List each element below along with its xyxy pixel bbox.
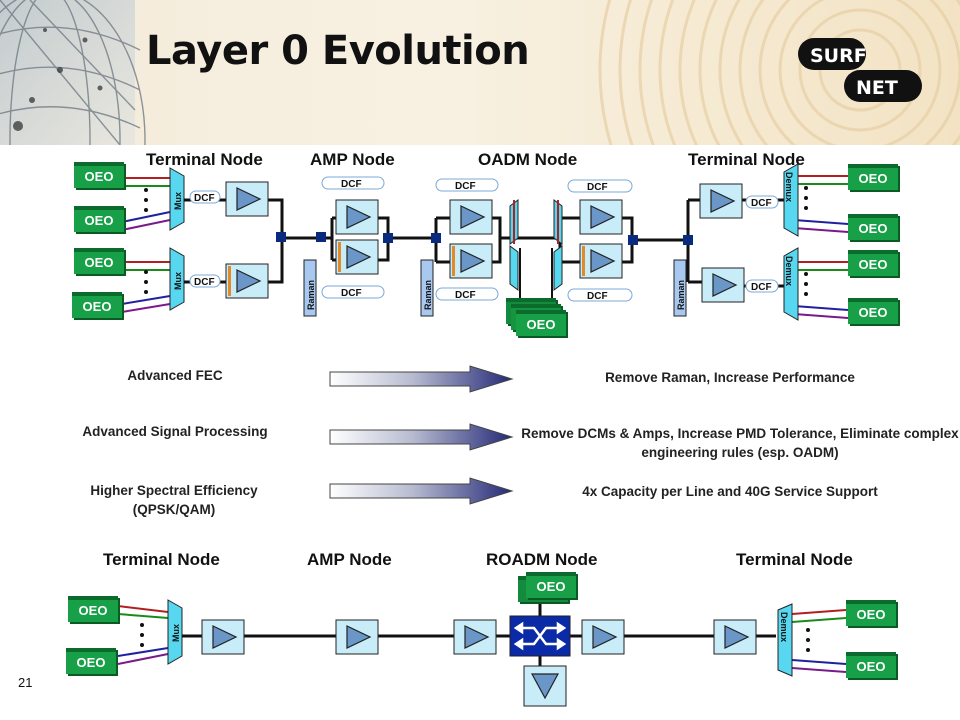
bottom-roadm-node-heading: ROADM Node [486, 550, 598, 569]
dcf-label: DCF [341, 288, 362, 299]
top-raman-modules: Raman Raman Raman [303, 259, 687, 317]
roadm-drop-amplifier [523, 665, 567, 707]
dcf-label: DCF [751, 198, 772, 209]
oeo-box: OEO [74, 206, 124, 232]
dcf-label: DCF [751, 282, 772, 293]
feature-benefit: Remove DCMs & Amps, Increase PMD Toleran… [521, 426, 959, 460]
page-title: Layer 0 Evolution [146, 28, 530, 74]
top-mux-1 [169, 167, 185, 231]
dcf-label: DCF [587, 291, 608, 302]
surfnet-logo [798, 38, 922, 102]
bottom-left-ellipsis-dots [140, 623, 144, 647]
dcf-label: DCF [341, 179, 362, 190]
feature-benefit: Remove Raman, Increase Performance [605, 370, 855, 385]
bottom-mux-label: Mux [171, 624, 181, 642]
oeo-box: OEO [848, 164, 898, 190]
top-demux-1-label: Demux [784, 172, 794, 202]
dcf-label: DCF [194, 277, 215, 288]
globe-graphic [0, 0, 146, 145]
bottom-demux [777, 603, 793, 677]
feature-arrows [329, 365, 514, 505]
header-background [0, 0, 960, 145]
bottom-terminal-node-right-heading: Terminal Node [736, 550, 853, 569]
top-oadm-node-heading: OADM Node [478, 150, 578, 169]
oeo-box: OEO [846, 652, 896, 678]
oeo-box: OEO [72, 292, 122, 318]
dcf-label: DCF [194, 193, 215, 204]
bottom-demux-label: Demux [779, 612, 789, 642]
oeo-box: OEO [526, 572, 576, 598]
raman-label: Raman [423, 280, 433, 310]
oeo-box: OEO [66, 648, 116, 674]
bottom-right-ellipsis-dots [806, 628, 810, 652]
oeo-box: OEO [848, 250, 898, 276]
feature-name: Advanced FEC [127, 368, 223, 383]
oeo-box: OEO [68, 596, 118, 622]
top-mux-1-label: Mux [173, 192, 183, 210]
dcf-label: DCF [587, 182, 608, 193]
logo-text-net: NET [856, 77, 898, 99]
top-mux-2-label: Mux [173, 272, 183, 290]
bottom-amp-node-heading: AMP Node [307, 550, 392, 569]
oeo-box: OEO [74, 162, 124, 188]
feature-name: Advanced Signal Processing [82, 424, 268, 439]
oeo-box: OEO [74, 248, 124, 274]
raman-label: Raman [676, 280, 686, 310]
dcf-label: DCF [455, 290, 476, 301]
top-junctions [276, 232, 693, 245]
dcf-label: DCF [455, 181, 476, 192]
top-terminal-node-right-heading: Terminal Node [688, 150, 805, 169]
feature-name: Higher Spectral Efficiency (QPSK/QAM) [90, 483, 258, 517]
oeo-box: OEO [846, 600, 896, 626]
raman-label: Raman [306, 280, 316, 310]
bottom-left-fiber-lines [117, 605, 169, 665]
feature-benefit: 4x Capacity per Line and 40G Service Sup… [582, 484, 878, 499]
top-demux-1 [783, 163, 799, 237]
bottom-terminal-node-left-heading: Terminal Node [103, 550, 220, 569]
roadm-switch [509, 615, 571, 657]
page-number: 21 [18, 675, 33, 690]
top-demux-2 [783, 247, 799, 321]
top-amp-node-heading: AMP Node [310, 150, 395, 169]
oeo-box: OEO [848, 214, 898, 240]
bottom-right-fiber-lines [791, 609, 847, 673]
top-right-fiber-lines [793, 175, 849, 319]
top-right-ellipsis-dots [804, 186, 808, 296]
top-terminal-node-left-heading: Terminal Node [146, 150, 263, 169]
top-demux-2-label: Demux [784, 256, 794, 286]
logo-text-surf: SURF [810, 45, 867, 67]
top-mux-2 [169, 247, 185, 311]
top-dcf-modules: DCF DCF DCF DCF DCF DCF DCF DCF DCF DCF [189, 176, 779, 302]
oeo-box: OEO [848, 298, 898, 324]
top-oadm-drop-lines [519, 248, 553, 300]
bottom-mux [167, 599, 183, 665]
top-left-ellipsis-dots [144, 188, 148, 294]
top-oadm-filters [509, 199, 563, 291]
oeo-box: OEO [516, 310, 566, 336]
